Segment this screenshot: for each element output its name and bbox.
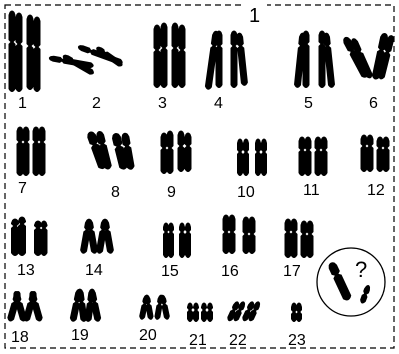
chromosome-12d [383, 137, 390, 173]
chromosome-17a [285, 219, 292, 259]
chromosome-3a [154, 25, 161, 89]
label-17: 17 [283, 263, 301, 280]
panel-label: 1 [249, 5, 260, 27]
chromosome-3b [161, 23, 168, 89]
chromosome-16a [223, 215, 230, 255]
chromosome-17d [307, 221, 314, 259]
chromosome-15d [185, 223, 191, 259]
chromosome-3d [179, 25, 186, 89]
label-4: 4 [214, 95, 223, 112]
chromosome-13a [11, 219, 19, 257]
chromosome-10a [237, 139, 243, 177]
chromosome-12c [377, 137, 384, 173]
chromosome-17b [291, 219, 298, 259]
label-7: 7 [18, 180, 27, 197]
label-22: 22 [229, 332, 247, 349]
chromosome-21d [207, 303, 213, 323]
chromosome-9b [167, 131, 174, 175]
label-8: 8 [111, 184, 120, 201]
label-1: 1 [18, 95, 27, 112]
chromosome-1d [34, 17, 41, 93]
chromosome-17c [301, 221, 308, 259]
chromosome-13d [41, 221, 48, 257]
inset-chromosome-large [327, 261, 353, 302]
chromosome-7d [39, 127, 46, 177]
chromosome-11c [315, 137, 322, 177]
label-15: 15 [161, 263, 179, 280]
inset-circle [317, 248, 385, 316]
label-6: 6 [369, 95, 378, 112]
chromosome-11d [321, 137, 328, 177]
label-2: 2 [92, 95, 101, 112]
chromosome-1a [9, 11, 16, 93]
label-12: 12 [367, 182, 385, 199]
label-3: 3 [158, 95, 167, 112]
label-13: 13 [17, 262, 35, 279]
chromosome-11b [305, 137, 312, 177]
label-10: 10 [237, 184, 255, 201]
chromosome-21c [201, 303, 207, 323]
chromosome-7a [17, 127, 24, 177]
chromosome-1b [16, 13, 23, 93]
chromosome-15b [168, 223, 174, 259]
chromosome-16d [249, 217, 256, 255]
chromosome-12b [367, 135, 374, 173]
label-11: 11 [303, 182, 320, 199]
chromosome-9d [185, 133, 192, 173]
label-14: 14 [85, 262, 103, 279]
chromosome-1c [27, 15, 34, 91]
chromosome-13b [18, 217, 26, 257]
chromosome-4b [216, 31, 223, 89]
label-5: 5 [304, 95, 313, 112]
chromosome-16c [243, 217, 250, 255]
chromosome-11a [299, 137, 306, 177]
label-21: 21 [189, 332, 207, 349]
chromosome-4d [236, 32, 249, 86]
label-20: 20 [139, 327, 157, 344]
chromosome-10c [255, 139, 261, 177]
inset-chromosome-small [359, 284, 371, 304]
chromosome-15c [179, 223, 185, 259]
chromosome-23b [296, 303, 302, 323]
chromosome-7c [33, 127, 40, 177]
label-18: 18 [11, 329, 29, 346]
label-23: 23 [288, 332, 306, 349]
chromosome-5b [303, 31, 310, 89]
chromosome-3c [172, 23, 179, 89]
chromosome-10d [261, 139, 267, 177]
label-9: 9 [167, 184, 176, 201]
chromosome-7b [23, 127, 30, 177]
label-16: 16 [221, 263, 239, 280]
label-19: 19 [71, 327, 89, 344]
chromosome-16b [229, 215, 236, 255]
chromosome-9a [161, 133, 168, 175]
chromosome-10b [243, 139, 249, 177]
chromosome-21b [193, 303, 199, 323]
chromosome-group [7, 11, 396, 323]
chromosome-9c [178, 131, 185, 173]
chromosome-21a [187, 303, 193, 323]
inset-question-mark: ? [355, 257, 367, 282]
chromosome-12a [361, 135, 368, 173]
